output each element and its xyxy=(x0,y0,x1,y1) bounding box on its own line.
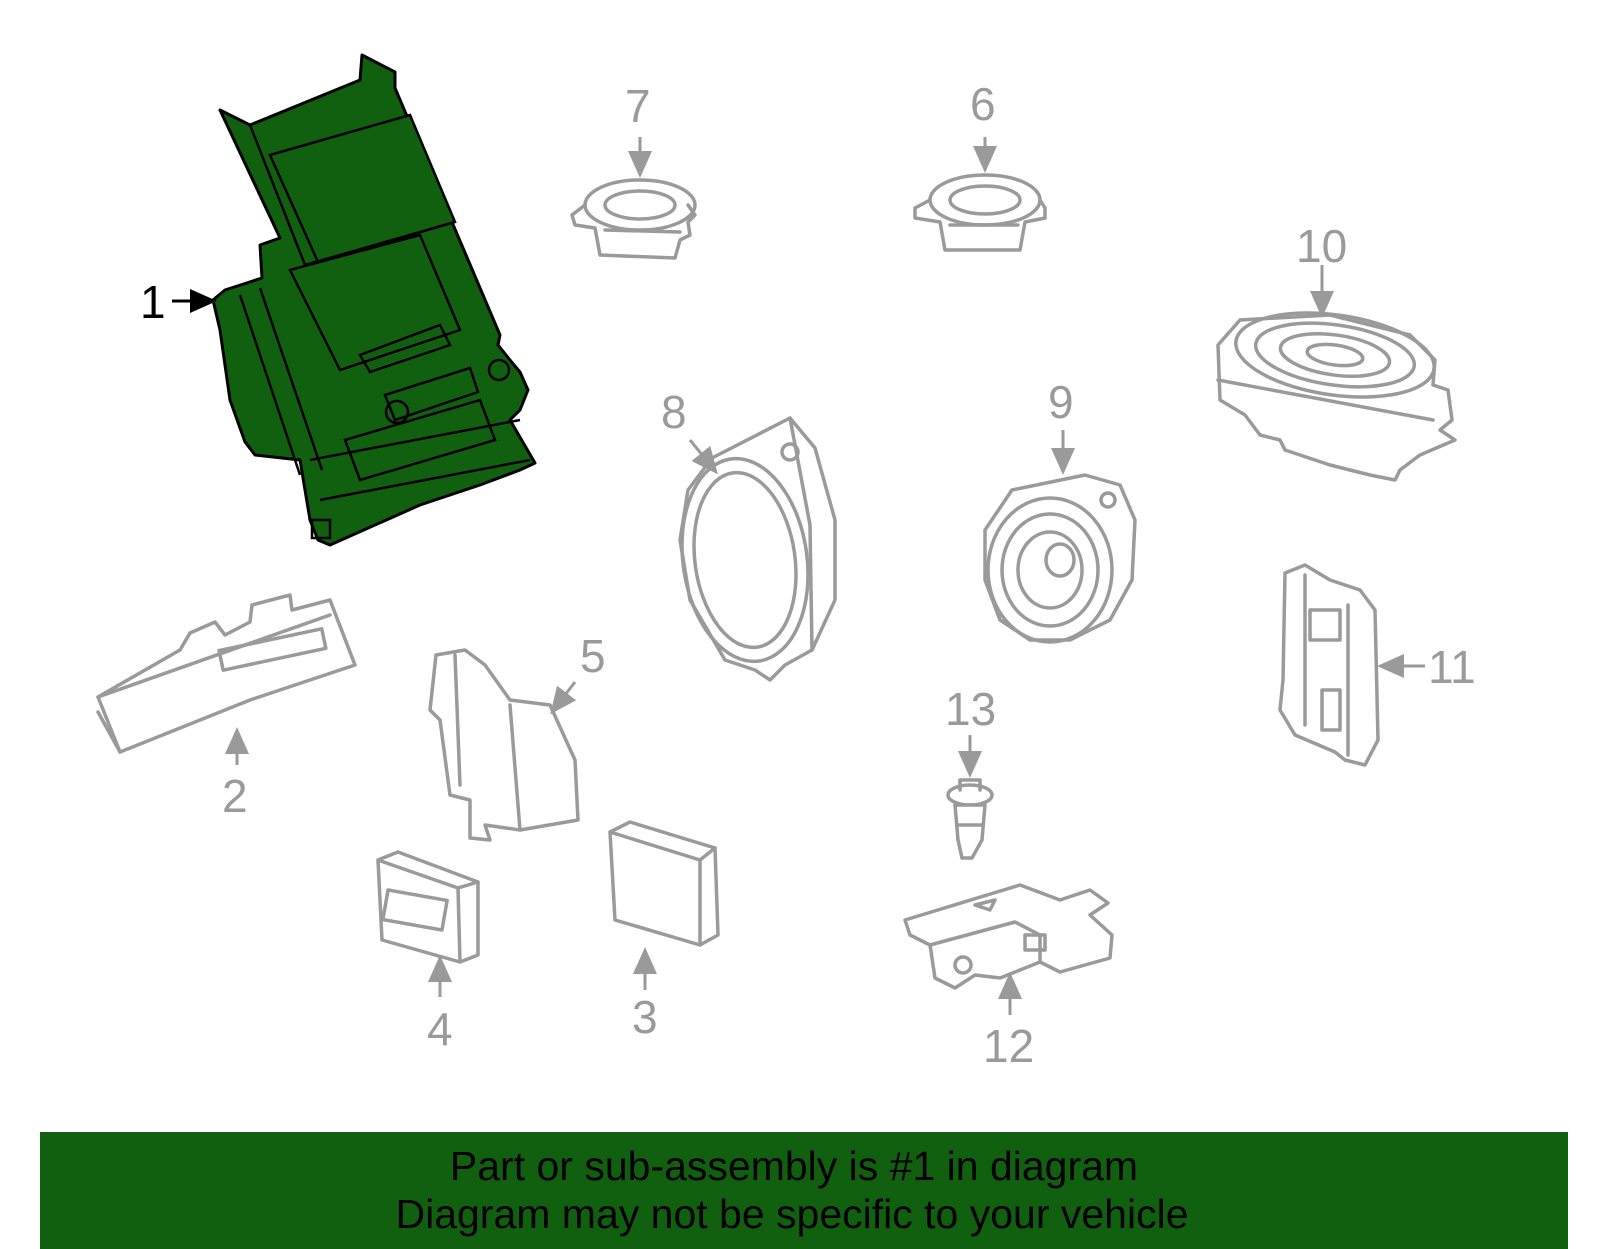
part-1-head-unit[interactable] xyxy=(211,53,537,547)
callout-9: 9 xyxy=(1048,376,1074,428)
part-9-speaker[interactable] xyxy=(983,473,1137,644)
part-2-bracket-module[interactable] xyxy=(96,593,357,754)
callout-8: 8 xyxy=(661,386,687,438)
callout-5: 5 xyxy=(580,630,606,682)
part-11-module[interactable] xyxy=(1278,563,1380,767)
part-6-tweeter[interactable] xyxy=(913,173,1047,252)
part-13-push-clip[interactable] xyxy=(946,778,994,860)
callout-7: 7 xyxy=(625,80,651,132)
callout-11: 11 xyxy=(1428,641,1476,693)
callout-1: 1 xyxy=(140,276,166,328)
banner-line-part-info: Part or sub-assembly is #1 in diagram xyxy=(449,1143,1139,1189)
part-8-speaker-ring[interactable] xyxy=(669,416,837,682)
info-banner: Part or sub-assembly is #1 in diagram Di… xyxy=(40,1132,1568,1249)
callout-2: 2 xyxy=(222,770,248,822)
callout-6: 6 xyxy=(970,78,996,130)
callout-4: 4 xyxy=(427,1003,453,1055)
callout-12: 12 xyxy=(983,1020,1034,1072)
part-12-bracket[interactable] xyxy=(903,883,1114,990)
callout-10: 10 xyxy=(1296,220,1347,272)
part-3-control-module[interactable] xyxy=(608,820,720,947)
part-10-oval-speaker[interactable] xyxy=(1216,301,1457,482)
banner-line-disclaimer: Diagram may not be specific to your vehi… xyxy=(395,1191,1189,1237)
part-5-bracket[interactable] xyxy=(428,648,580,842)
part-4-control-module[interactable] xyxy=(376,850,480,964)
part-7-tweeter[interactable] xyxy=(570,178,697,260)
callout-13: 13 xyxy=(945,683,996,735)
callout-3: 3 xyxy=(632,991,658,1043)
